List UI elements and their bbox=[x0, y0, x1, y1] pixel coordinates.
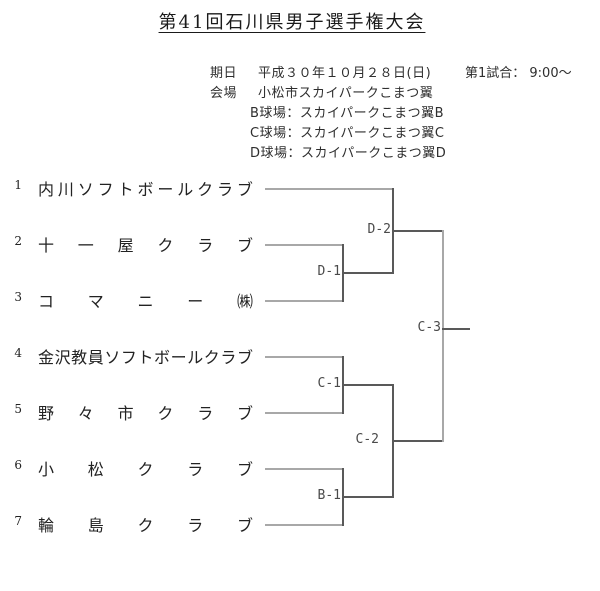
match-label-d2: D-2 bbox=[367, 222, 391, 237]
match-c1-winner-line bbox=[342, 384, 393, 386]
team-seed: 1 bbox=[14, 178, 22, 192]
team-seed: 7 bbox=[14, 514, 22, 528]
bracket-line-team6 bbox=[265, 468, 343, 470]
sub-venue-b: B球場：スカイパークこまつ翼B bbox=[250, 106, 445, 121]
date-label: 期日 bbox=[210, 66, 238, 81]
first-game-time: 第1試合： 9:00～ bbox=[465, 66, 572, 81]
match-c3-vertical bbox=[442, 230, 444, 442]
match-label-c2: C-2 bbox=[355, 432, 379, 447]
team-seed: 3 bbox=[14, 290, 22, 304]
bracket-line-team7 bbox=[265, 524, 343, 526]
venue-label: 会場 bbox=[210, 86, 238, 101]
bracket-line-team4 bbox=[265, 356, 343, 358]
match-label-d1: D-1 bbox=[317, 264, 341, 279]
date-value: 平成３０年１０月２８日(日) bbox=[258, 66, 432, 81]
match-label-c3: C-3 bbox=[417, 320, 441, 335]
team-seed: 5 bbox=[14, 402, 22, 416]
team-name: 十一屋クラブ bbox=[38, 236, 253, 255]
page-title: 第41回石川県男子選手権大会 bbox=[158, 12, 426, 33]
bracket-line-team5 bbox=[265, 412, 343, 414]
match-d2-winner-line bbox=[392, 230, 443, 232]
team-seed: 2 bbox=[14, 234, 22, 248]
sub-venue-d: D球場：スカイパークこまつ翼D bbox=[250, 146, 447, 161]
match-c2-winner-line bbox=[392, 440, 443, 442]
bracket-line-team1 bbox=[265, 188, 393, 190]
champion-line bbox=[442, 328, 470, 330]
team-name: コマニー㈱ bbox=[38, 292, 253, 311]
sub-venue-c: C球場：スカイパークこまつ翼C bbox=[250, 126, 445, 141]
bracket-line-team3 bbox=[265, 300, 343, 302]
match-label-b1: B-1 bbox=[317, 488, 341, 503]
team-name: 内川ソフトボールクラブ bbox=[38, 180, 253, 199]
team-seed: 6 bbox=[14, 458, 22, 472]
team-name: 野々市クラブ bbox=[38, 404, 253, 423]
team-seed: 4 bbox=[14, 346, 22, 360]
team-name: 輪島クラブ bbox=[38, 516, 253, 535]
match-b1-winner-line bbox=[342, 496, 393, 498]
match-label-c1: C-1 bbox=[317, 376, 341, 391]
team-name: 金沢教員ソフトボールクラブ bbox=[38, 348, 253, 367]
venue-value: 小松市スカイパークこまつ翼 bbox=[258, 86, 434, 101]
team-name: 小松クラブ bbox=[38, 460, 253, 479]
match-d1-winner-line bbox=[342, 272, 393, 274]
bracket-line-team2 bbox=[265, 244, 343, 246]
